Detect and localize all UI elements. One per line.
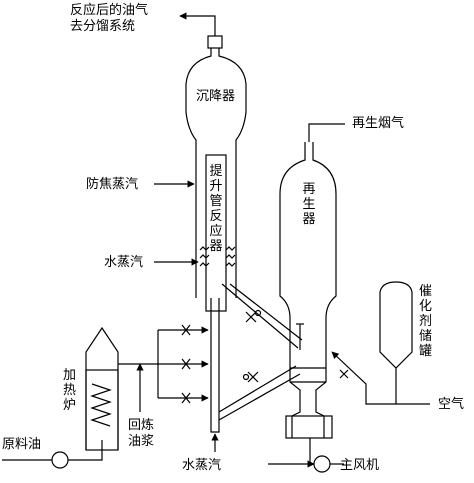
- furnace: [85, 326, 119, 451]
- air-valve-icon: [339, 369, 349, 379]
- bottom-steam-label: 水蒸汽: [182, 458, 222, 473]
- regenerator-vessel: [279, 142, 337, 438]
- riser-reactor: [205, 154, 227, 312]
- riser-label: 提升管反应器: [209, 164, 223, 254]
- mid-steam-label: 水蒸汽: [104, 255, 144, 270]
- slide-valve-icon: [242, 309, 262, 383]
- oil-gas-label-2: 去分馏系统: [70, 19, 136, 34]
- blower-icon: [313, 455, 331, 473]
- settler-label: 沉降器: [196, 89, 236, 104]
- feed-nozzles: [157, 324, 209, 404]
- flue-gas-label: 再生烟气: [352, 116, 405, 131]
- air-line: [331, 351, 430, 405]
- coke-steam-label: 防焦蒸汽: [86, 177, 139, 192]
- air-distributor: [285, 415, 333, 439]
- steam-coil-icon: [199, 246, 236, 267]
- riser-bottom-pipe: [210, 298, 220, 433]
- oil-gas-label-1: 反应后的油气: [70, 3, 149, 18]
- oil-gas-outlet-arrow: [179, 12, 216, 36]
- regenerator-label: 再生器: [302, 182, 316, 227]
- recycle-label: 回炼油浆: [127, 418, 154, 449]
- feed-label: 原料油: [2, 437, 42, 452]
- blower-label: 主风机: [340, 458, 380, 473]
- air-label: 空气: [438, 397, 465, 412]
- catalyst-tank-label: 催化剂储罐: [418, 284, 432, 359]
- feed-to-furnace: [68, 440, 103, 461]
- flue-gas-line: [308, 123, 345, 142]
- catalyst-tank: [379, 281, 413, 369]
- furnace-label: 加热炉: [62, 368, 76, 413]
- regen-catalyst-line: [218, 365, 301, 421]
- feed-pump-icon: [51, 451, 69, 469]
